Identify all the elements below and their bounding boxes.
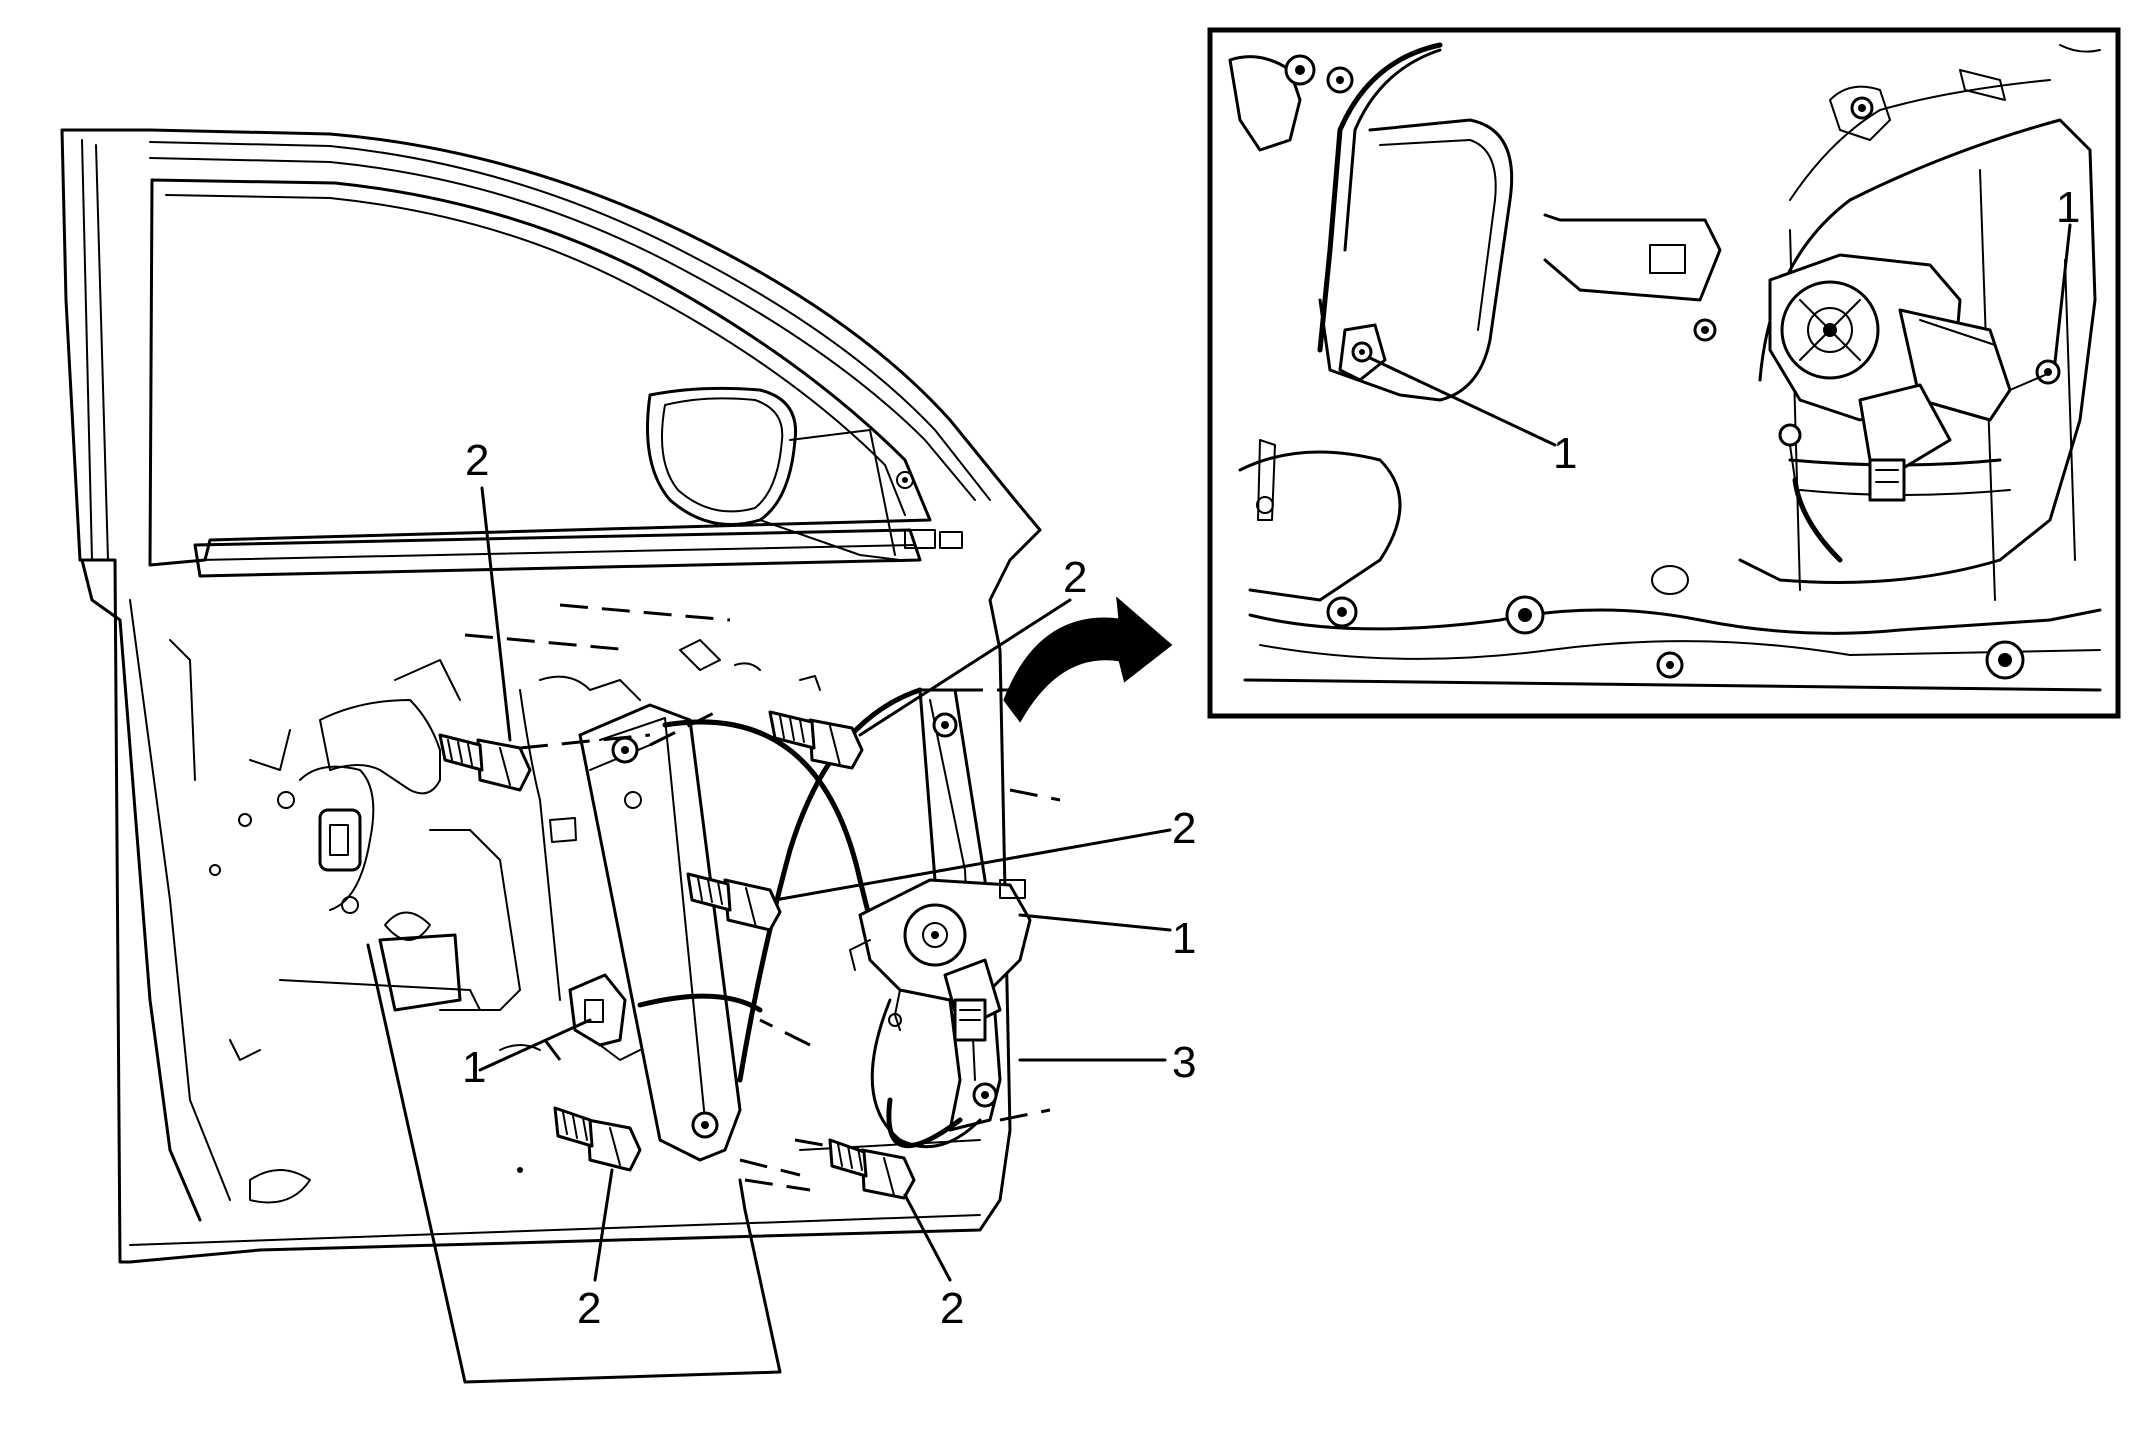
callout-motor: 1 <box>1172 914 1196 963</box>
bolt-center <box>686 872 782 932</box>
bolt-lower-left <box>553 1106 642 1172</box>
door-panel <box>60 128 1042 1264</box>
bolt-upper-middle <box>768 710 864 770</box>
callout-inset-bracket: 1 <box>1553 429 1577 478</box>
bracket <box>366 943 782 1384</box>
leader-lines <box>478 486 1172 1282</box>
callout-motor-clip: 1 <box>462 1043 486 1092</box>
bolts <box>438 710 916 1200</box>
callout-bolt-4: 2 <box>577 1284 601 1333</box>
window-motor <box>849 878 1032 1042</box>
window-regulator <box>464 603 1061 1192</box>
curved-arrow <box>1003 596 1173 723</box>
callout-bolt-3: 2 <box>1172 804 1196 853</box>
callout-bolt-1: 2 <box>465 436 489 485</box>
callout-bolt-2: 2 <box>1063 553 1087 602</box>
callout-regulator: 3 <box>1172 1038 1196 1087</box>
inset-motor <box>1768 253 2061 563</box>
callout-inset-motor: 1 <box>2056 183 2080 232</box>
callout-bolt-5: 2 <box>940 1284 964 1333</box>
bolt-upper-left <box>438 733 532 792</box>
inset-detail <box>1207 27 2121 719</box>
callout-labels: 2 2 2 1 3 1 2 2 1 1 <box>462 183 2080 1333</box>
bolt-lower-right <box>828 1138 916 1200</box>
